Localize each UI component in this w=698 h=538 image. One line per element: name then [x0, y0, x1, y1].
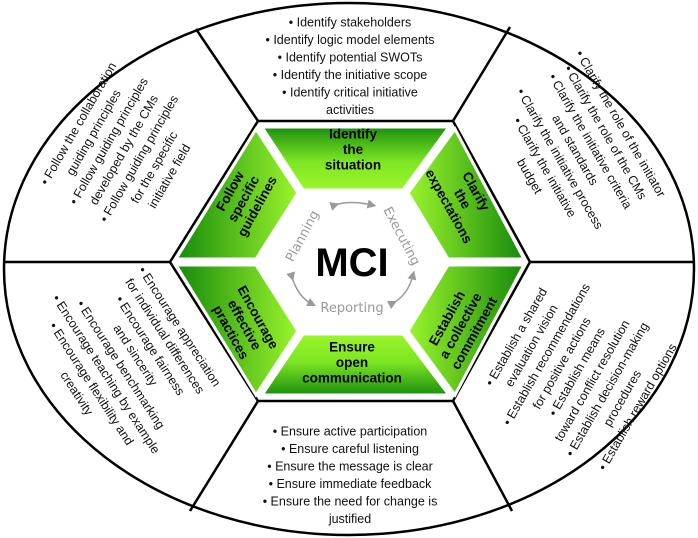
phase-label-line: communication	[302, 371, 402, 386]
segment-top-right[interactable]	[406, 126, 527, 261]
segment-bottom-left[interactable]	[173, 263, 300, 398]
detail-list-bottom: • Ensure active participation • Ensure ca…	[263, 424, 438, 526]
center-title: MCI	[315, 241, 388, 285]
divider-lines	[4, 26, 694, 512]
segment-top-left[interactable]	[173, 126, 300, 261]
detail-item-line: • Identify the initiative scope	[273, 68, 428, 82]
detail-item-line: • Identify stakeholders	[289, 15, 412, 29]
segment-bottom-right[interactable]	[406, 263, 527, 398]
phase-label-line: situation	[325, 158, 381, 173]
detail-item-line: activities	[326, 103, 374, 117]
detail-item-line: • Ensure immediate feedback	[269, 477, 433, 491]
detail-item-line: • Identify potential SWOTs	[278, 50, 423, 64]
phase-label-line: the	[343, 142, 364, 157]
phase-label-line: Ensure	[329, 340, 375, 355]
cycle-arrows	[286, 199, 417, 310]
detail-item-line: • Identify logic model elements	[265, 33, 434, 47]
detail-item-line: • Ensure the need for change is	[263, 494, 438, 508]
detail-list-top: • Identify stakeholders • Identify logic …	[265, 15, 434, 117]
detail-item-line: • Ensure active participation	[273, 424, 428, 438]
phase-label-line: open	[336, 355, 368, 370]
detail-item-line: • Identify critical initiative	[282, 85, 418, 99]
detail-item-line: • Ensure the message is clear	[267, 459, 433, 473]
cycle-reporting: Reporting	[320, 301, 383, 316]
detail-item-line: • Ensure careful listening	[281, 442, 419, 456]
phase-label-line: Identify	[329, 127, 377, 142]
detail-item-line: justified	[328, 512, 371, 526]
